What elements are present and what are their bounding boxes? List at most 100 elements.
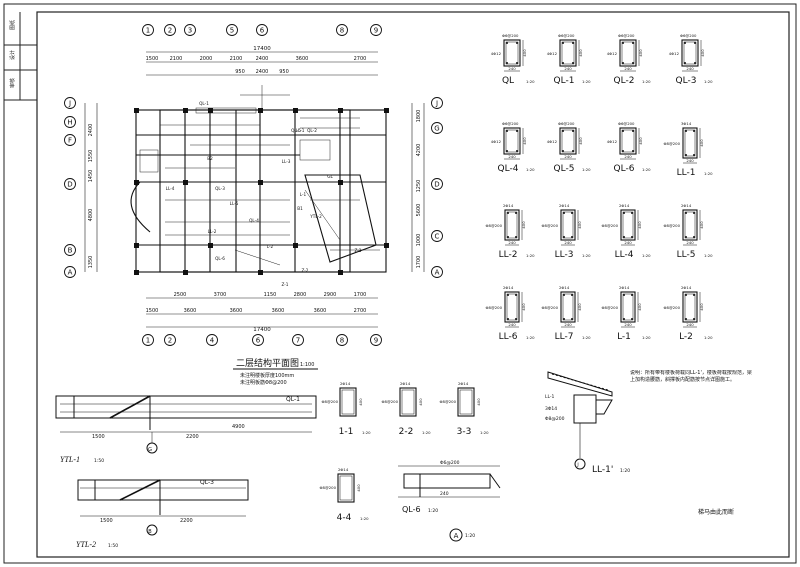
small-side-2: Φ8@200 [440, 399, 457, 404]
section-w-12: 240 [508, 322, 516, 327]
section-w-8: 240 [508, 240, 516, 245]
dim-left-3: 4800 [88, 209, 94, 222]
section-top-15: 2Φ14 [681, 285, 692, 290]
section-name-9: LL-3 [555, 250, 574, 260]
small-h-0: 400 [358, 398, 363, 406]
section-scale-11: 1:20 [704, 253, 713, 258]
small-top-2: 2Φ14 [458, 381, 469, 386]
section-scale-14: 1:20 [642, 335, 651, 340]
plan-title: 二层结构平面图 [236, 357, 299, 369]
grid-top-1: 2 [164, 24, 176, 36]
dim-right-0: 1800 [416, 110, 422, 123]
dim-top-inner-1: 2400 [256, 69, 269, 75]
section-side-4: 4Φ12 [491, 139, 502, 144]
section-scale-6: 1:20 [642, 167, 651, 172]
section-h-4: 400 [522, 137, 527, 145]
ytl1-dim-1: 2200 [186, 434, 199, 440]
title-block: 图纸 设计 审核 [4, 12, 37, 101]
section-side-14: Φ8@200 [602, 305, 619, 310]
grid-top-4-label: 6 [260, 27, 265, 35]
section-top-0: Φ6@200 [502, 33, 519, 38]
small-top-3: 2Φ14 [338, 467, 349, 472]
small-top-0: 2Φ14 [340, 381, 351, 386]
grid-top-0: 1 [142, 24, 154, 36]
dim-bottom-inner-4: 2900 [324, 292, 337, 298]
grid-top-5: 8 [336, 24, 348, 36]
section-scale-4: 1:20 [526, 167, 535, 172]
small-h-2: 400 [476, 398, 481, 406]
grid-bottom-5: 8 [336, 334, 348, 346]
ytl2-label: QL-3 [200, 479, 214, 486]
section-w-2: 240 [624, 66, 632, 71]
dim-left-0: 2400 [88, 124, 94, 137]
section-w-14: 240 [624, 322, 632, 327]
grid-right-2-label: D [434, 181, 439, 189]
grid-right-0-label: J [435, 100, 438, 108]
section-scale-10: 1:20 [642, 253, 651, 258]
grid-right-2: D [431, 178, 443, 190]
grid-right-4-label: A [435, 269, 440, 277]
plan-scale: 1:100 [300, 362, 314, 368]
grid-top-5-label: 8 [340, 27, 344, 35]
grid-top-1-label: 2 [168, 27, 172, 35]
section-name-3: QL-3 [676, 76, 697, 86]
grid-bottom-6: 9 [370, 334, 382, 346]
ll1p-label-2: Φ8@200 [545, 416, 565, 422]
section-side-12: Φ8@200 [486, 305, 503, 310]
dim-left-4: 1350 [88, 256, 94, 269]
plan-label-11: L-1 [300, 192, 307, 197]
small-side-0: Φ8@200 [322, 399, 339, 404]
plan-label-19: Z-1 [282, 282, 289, 287]
section-h-7: 400 [699, 139, 704, 147]
dim-bottom-inner-5: 1700 [354, 292, 367, 298]
grid-left-0: J [64, 97, 76, 109]
section-side-2: 4Φ12 [607, 51, 618, 56]
section-h-13: 400 [577, 303, 582, 311]
ll1p-title: LL-1' [592, 465, 613, 475]
dim-bottom-inner-1: 3700 [214, 292, 227, 298]
ll1p-scale: 1:20 [620, 468, 630, 474]
plan-label-16: YTL-2 [309, 214, 322, 219]
section-name-15: L-2 [679, 332, 693, 342]
section-name-5: QL-5 [554, 164, 575, 174]
dim-bottom-5: 2700 [354, 308, 367, 314]
plan-label-12: L-2 [267, 244, 274, 249]
section-name-11: LL-5 [677, 250, 696, 260]
grid-top-3: 5 [226, 24, 238, 36]
grid-bottom-2-label: 4 [210, 337, 215, 345]
dim-top-total: 17400 [253, 46, 271, 52]
small-scale-3: 1:20 [360, 516, 369, 521]
section-top-10: 2Φ14 [619, 203, 630, 208]
section-side-13: Φ8@200 [542, 305, 559, 310]
grid-bottom-1-label: 2 [168, 337, 172, 345]
ytl1-label: QL-1 [286, 396, 300, 403]
ytl1-dim-0: 1500 [92, 434, 105, 440]
title-cell-0: 图纸 [9, 20, 16, 30]
plan-note-0: 未注明楼板厚度100mm [240, 372, 294, 379]
grid-left-2-label: F [68, 137, 72, 145]
general-note: 说明：所有带有楼板荷载同LL-1'，楼板荷载按规范，梁上加构造腰筋，斜撑板内配筋… [630, 370, 752, 383]
title-cell-2: 审核 [9, 78, 16, 88]
section-scale-3: 1:20 [704, 79, 713, 84]
dim-bottom-inner-2: 1150 [264, 292, 277, 298]
section-side-7: Φ8@200 [664, 141, 681, 146]
section-top-13: 2Φ14 [559, 285, 570, 290]
dim-bottom-total: 17400 [253, 327, 271, 333]
section-w-15: 240 [686, 322, 694, 327]
section-w-1: 240 [564, 66, 572, 71]
section-w-10: 240 [624, 240, 632, 245]
grid-top-0-label: 1 [146, 27, 150, 35]
section-w-11: 240 [686, 240, 694, 245]
section-top-3: Φ6@200 [680, 33, 697, 38]
ytl2-dim-1: 2200 [180, 518, 193, 524]
grid-top-3-label: 5 [230, 27, 234, 35]
section-scale-0: 1:20 [526, 79, 535, 84]
dim-top-4: 2400 [256, 56, 269, 62]
